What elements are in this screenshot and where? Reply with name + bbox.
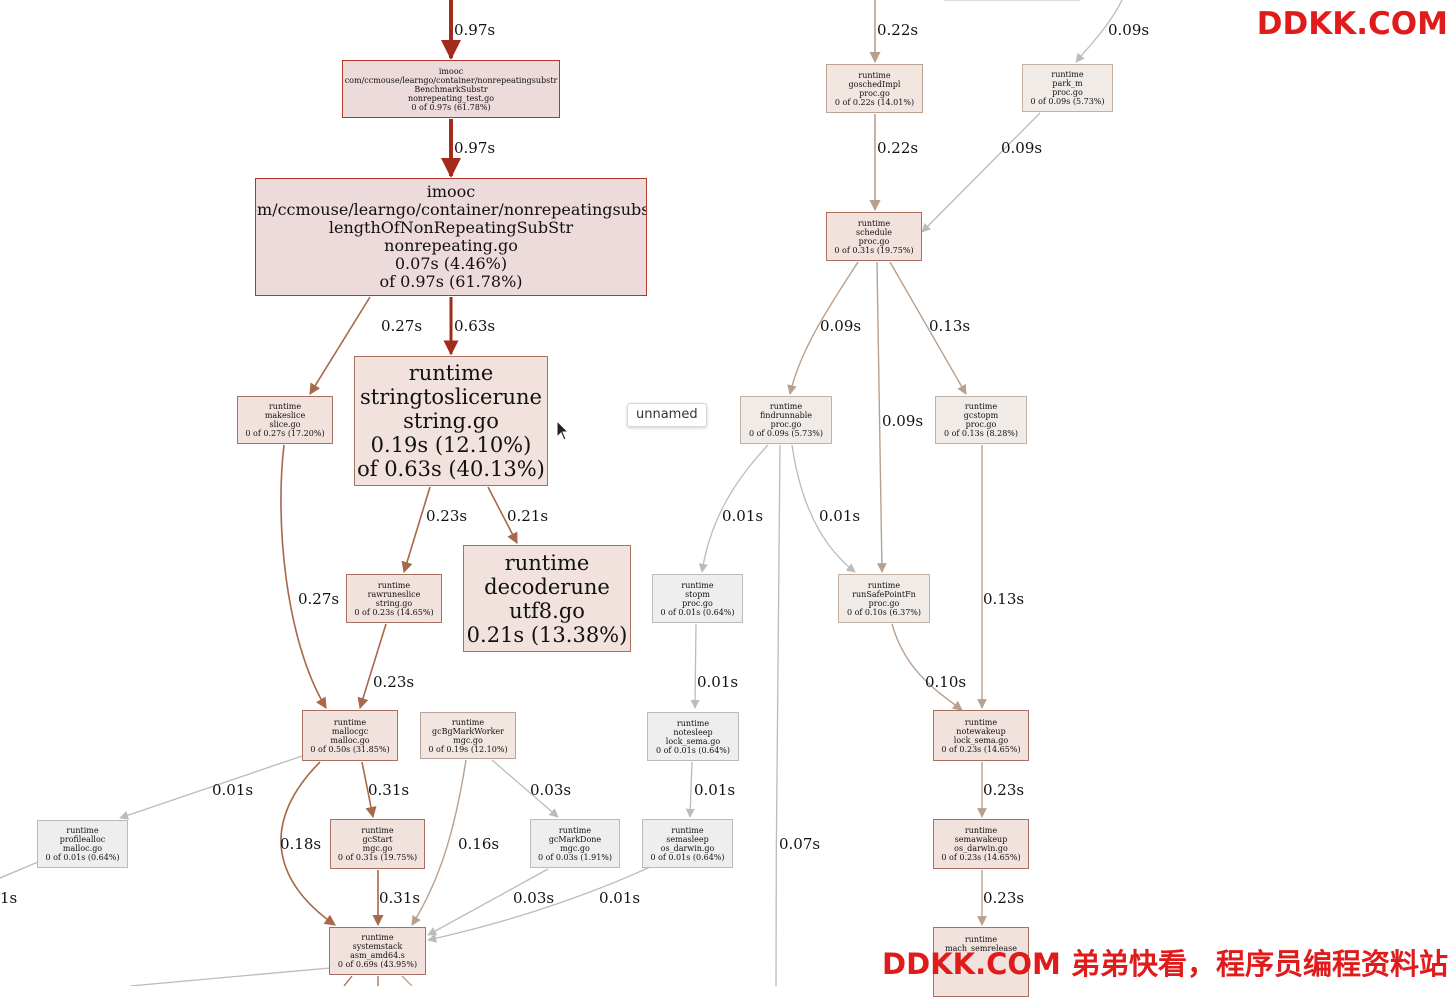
edge-systemstack-out2 [343, 975, 353, 986]
edge-label: 0.01s [599, 889, 641, 907]
edge-label: 0.01s [819, 507, 861, 525]
edge-label: 0.07s [779, 835, 821, 853]
edge-label: 0.09s [882, 412, 924, 430]
watermark-bottom: DDKK.COM 弟弟快看，程序员编程资料站 [882, 947, 1448, 981]
edge-label: 0.23s [426, 507, 468, 525]
edge-makeslice-mallocgc [280, 444, 327, 709]
edge-label: 0.63s [454, 317, 496, 335]
edge-gcbgmarkworker-systemstack [411, 759, 467, 926]
edge-label: 0.23s [373, 673, 415, 691]
edge-rawruneslice-mallocgc [357, 623, 387, 710]
edge-label: 1s [0, 889, 18, 907]
edge-label: 0.13s [983, 590, 1025, 608]
edge-stringtoslicerune-decoderune [487, 486, 518, 544]
watermark-top: DDKK.COM [1256, 6, 1448, 42]
edge-label: 0.27s [298, 590, 340, 608]
edge-notesleep-semasleep [685, 761, 695, 818]
edge-label: 0.31s [368, 781, 410, 799]
edge-gcbgmarkworker-gcmarkdone [491, 759, 559, 818]
edge-schedule-runsafepointfn [876, 261, 887, 573]
edge-label: 0.01s [722, 507, 764, 525]
edge-systemstack-out4 [401, 975, 413, 986]
edge-label: 0.09s [820, 317, 862, 335]
mouse-cursor-icon [556, 420, 570, 441]
edge-top-park_m [1075, 0, 1123, 63]
edge-offscreen-left [0, 861, 39, 879]
edge-findrunnable-runsafepointfn [791, 444, 856, 573]
edge-label: 0.01s [212, 781, 254, 799]
edge-lengthof-makeslice [309, 296, 371, 395]
edge-mallocgc-profilealloc [119, 754, 306, 820]
edge-label: 0.97s [454, 21, 496, 39]
edge-systemstack-out1 [129, 967, 331, 986]
edge-semasleep-systemstack [427, 866, 651, 943]
edge-label: 0.16s [458, 835, 500, 853]
edge-label: 0.01s [697, 673, 739, 691]
edge-stopm-notesleep [690, 623, 700, 709]
edge-park_m-schedule [921, 112, 1041, 233]
edge-label: 0.18s [280, 835, 322, 853]
edge-label: 0.13s [929, 317, 971, 335]
edge-label: 0.23s [983, 889, 1025, 907]
edge-label: 0.27s [381, 317, 423, 335]
edge-mallocgc-gcstart [361, 761, 377, 819]
edge-label: 0.97s [454, 139, 496, 157]
edge-label: 0.09s [1108, 21, 1150, 39]
edge-label: 0.21s [507, 507, 549, 525]
edge-label: 0.22s [877, 21, 919, 39]
node-tooltip: unnamed [627, 403, 707, 427]
edge-stringtoslicerune-rawruneslice [401, 486, 431, 574]
edge-label: 0.01s [694, 781, 736, 799]
edge-mallocgc-systemstack [280, 761, 336, 926]
edge-label: 0.09s [1001, 139, 1043, 157]
edge-findrunnable-down [775, 444, 781, 986]
edge-schedule-gcstopm [889, 261, 967, 395]
edge-label: 0.31s [379, 889, 421, 907]
edge-runsafepointfn-notewakeup [891, 623, 963, 711]
edge-label: 0.22s [877, 139, 919, 157]
edge-label: 0.10s [925, 673, 967, 691]
edge-label: 0.03s [530, 781, 572, 799]
edge-label: 0.23s [983, 781, 1025, 799]
edge-label: 0.03s [513, 889, 555, 907]
edge-gcmarkdone-systemstack [427, 868, 549, 936]
edge-schedule-findrunnable [787, 261, 859, 395]
edge-findrunnable-stopm [698, 444, 769, 573]
